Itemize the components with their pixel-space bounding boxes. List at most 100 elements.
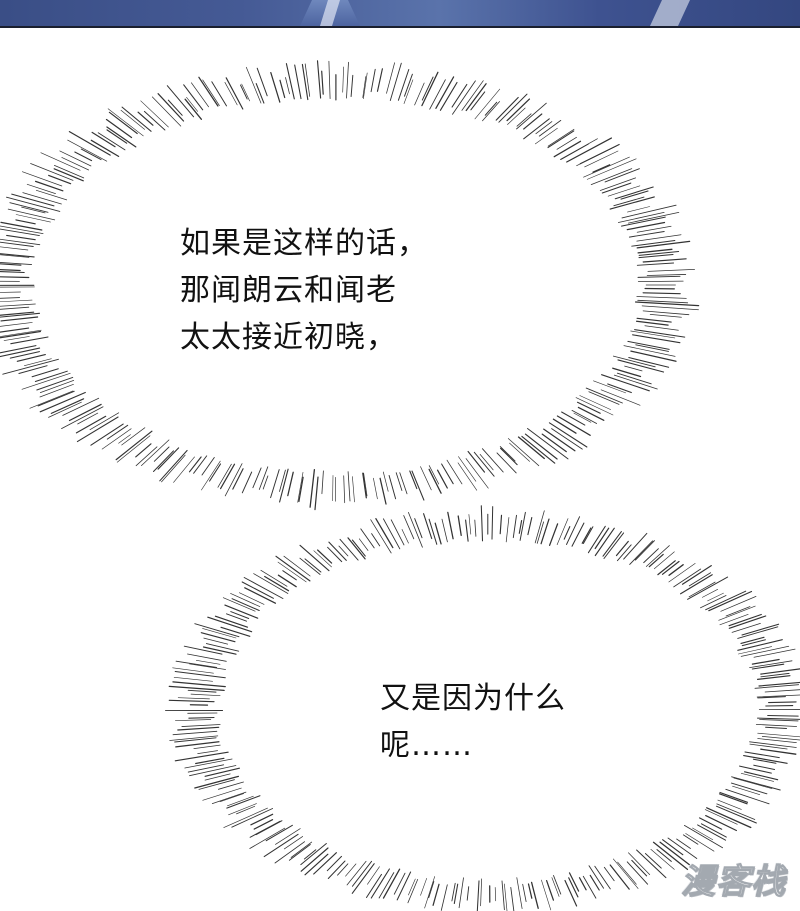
burst-stroke [752, 758, 777, 764]
burst-stroke [172, 681, 226, 688]
burst-stroke [190, 693, 221, 697]
burst-stroke [648, 553, 664, 568]
burst-stroke [68, 130, 111, 156]
burst-stroke [465, 458, 489, 489]
burst-stroke [0, 268, 21, 272]
burst-stroke [226, 795, 261, 809]
burst-stroke [255, 83, 265, 104]
burst-stroke [107, 108, 144, 137]
burst-stroke [592, 164, 611, 173]
burst-stroke [571, 522, 585, 547]
burst-stroke [184, 758, 233, 769]
burst-stroke [31, 368, 59, 378]
burst-stroke [338, 545, 349, 557]
burst-stroke [0, 311, 35, 316]
burst-stroke [548, 422, 588, 448]
burst-stroke [97, 132, 126, 151]
burst-stroke [551, 877, 560, 897]
burst-stroke [363, 472, 368, 497]
burst-stroke [656, 849, 672, 862]
burst-stroke [435, 76, 455, 109]
burst-stroke [161, 454, 186, 483]
burst-stroke [432, 883, 440, 906]
burst-stroke [499, 514, 503, 535]
burst-stroke [681, 565, 712, 585]
burst-stroke [715, 805, 757, 824]
burst-stroke [193, 455, 208, 474]
burst-stroke [203, 637, 229, 645]
burst-stroke [594, 527, 610, 550]
burst-stroke [143, 110, 166, 131]
burst-stroke [370, 519, 392, 554]
burst-stroke [650, 848, 675, 870]
burst-stroke [688, 581, 716, 598]
burst-stroke [189, 765, 237, 777]
burst-stroke [382, 868, 401, 899]
burst-stroke [386, 62, 395, 94]
burst-stroke [751, 663, 785, 670]
burst-stroke [636, 234, 682, 242]
burst-stroke [466, 886, 470, 901]
burst-stroke [0, 262, 33, 266]
burst-stroke [121, 106, 152, 132]
speech-bubble-1-text: 如果是这样的话， 那闻朗云和闻老 太太接近初晓， [180, 220, 428, 361]
burst-stroke [337, 863, 349, 876]
burst-stroke [627, 211, 680, 224]
burst-stroke [716, 803, 756, 820]
burst-stroke [630, 330, 676, 339]
burst-stroke [241, 471, 253, 494]
burst-stroke [168, 685, 225, 692]
burst-stroke [279, 468, 289, 503]
burst-stroke [737, 639, 783, 651]
burst-stroke [283, 555, 311, 577]
burst-stroke [152, 450, 175, 473]
burst-stroke [453, 883, 459, 905]
burst-stroke [599, 177, 637, 191]
burst-stroke [275, 555, 311, 582]
burst-stroke [299, 544, 330, 572]
burst-stroke [0, 221, 43, 231]
burst-stroke [80, 148, 102, 161]
watermark-logo: 漫客栈 [680, 861, 786, 902]
burst-stroke [484, 101, 498, 116]
burst-stroke [701, 588, 719, 598]
burst-stroke [717, 799, 742, 810]
burst-stroke [698, 817, 723, 830]
burst-stroke [505, 517, 510, 543]
burst-stroke [339, 538, 359, 561]
burst-stroke [327, 860, 346, 879]
burst-stroke [479, 454, 494, 471]
burst-stroke [120, 109, 145, 130]
burst-stroke [768, 701, 797, 704]
burst-stroke [744, 771, 779, 781]
burst-stroke [141, 439, 170, 466]
burst-stroke [653, 551, 675, 570]
burst-stroke [637, 248, 673, 254]
burst-stroke [457, 462, 478, 491]
burst-stroke [578, 877, 587, 891]
burst-stroke [230, 611, 250, 619]
burst-stroke [517, 436, 545, 460]
burst-stroke [378, 872, 395, 899]
burst-stroke [688, 572, 712, 587]
burst-stroke [516, 877, 523, 909]
burst-stroke [446, 459, 463, 485]
burst-stroke [588, 865, 605, 889]
burst-stroke [265, 824, 293, 842]
burst-stroke [680, 574, 713, 595]
burst-stroke [500, 447, 518, 466]
burst-stroke [258, 466, 269, 490]
burst-stroke [764, 689, 800, 693]
burst-stroke [635, 320, 669, 326]
burst-stroke [604, 168, 640, 183]
bubble-1-line-2: 那闻朗云和闻老 [180, 273, 397, 308]
burst-stroke [662, 839, 684, 856]
burst-stroke [279, 469, 286, 492]
burst-stroke [682, 834, 699, 845]
burst-stroke [683, 824, 724, 849]
burst-stroke [504, 883, 508, 911]
burst-stroke [250, 813, 274, 826]
burst-stroke [644, 853, 662, 869]
burst-stroke [749, 741, 797, 748]
burst-stroke [428, 465, 440, 485]
